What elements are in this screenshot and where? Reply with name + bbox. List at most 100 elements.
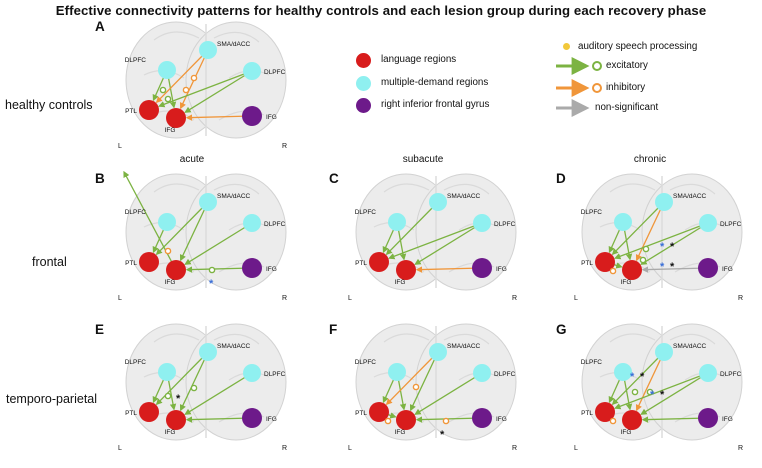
region-label-dr: DLPFC	[494, 371, 516, 378]
glass-brain-outline	[355, 173, 517, 291]
dlpfc-left-node	[158, 61, 176, 79]
hemisphere-right-label: R	[738, 445, 743, 452]
panel-letter-f: F	[329, 322, 338, 337]
ifg-left-node	[396, 410, 416, 430]
legend-excitatory-node	[592, 61, 602, 71]
dlpfc-right-node	[473, 214, 491, 232]
region-label-ifg: IFG	[395, 279, 406, 286]
region-label-dl: DLPFC	[355, 359, 377, 366]
connection-dr-to-ptl	[614, 372, 709, 410]
figure-title: Effective connectivity patterns for heal…	[55, 3, 707, 18]
region-label-ifg: IFG	[621, 429, 632, 436]
significance-star: *	[176, 393, 181, 405]
modulation-node	[442, 417, 450, 425]
connection-dr-to-ptl	[388, 222, 483, 260]
col-label-acute: acute	[179, 154, 205, 165]
legend-rifg-label: right inferior frontal gyrus	[381, 99, 490, 110]
connection-sma-to-ifg	[179, 201, 209, 262]
region-label-dr: DLPFC	[720, 371, 742, 378]
region-label-dl: DLPFC	[581, 359, 603, 366]
row-label-frontal: frontal	[32, 255, 67, 269]
hemisphere-right-label: R	[512, 445, 517, 452]
legend-auditory-label: auditory speech processing	[578, 41, 698, 52]
glass-brain-outline	[581, 323, 743, 441]
connection-dr-to-ifg	[640, 222, 709, 265]
connection-rifg-to-ifg	[185, 114, 253, 121]
significance-star: *	[660, 241, 665, 253]
region-label-sma: SMA/dACC	[217, 343, 251, 350]
modulation-node	[412, 383, 420, 391]
ifg-left-node	[166, 260, 186, 280]
legend-language-label: language regions	[381, 54, 457, 65]
modulation-node	[208, 266, 216, 274]
modulation-node	[642, 245, 650, 253]
modulation-node	[164, 392, 172, 400]
legend-excitatory-label: excitatory	[606, 60, 648, 71]
region-label-sma: SMA/dACC	[217, 193, 251, 200]
ifg-left-node	[396, 260, 416, 280]
region-label-ptl: PTL	[581, 260, 593, 267]
sma-dacc-node	[655, 343, 673, 361]
connection-sma-to-ifg	[635, 201, 665, 262]
significance-star: *	[209, 278, 214, 290]
region-label-ptl: PTL	[125, 108, 137, 115]
hemisphere-right-label: R	[738, 295, 743, 302]
ifg-left-node	[166, 410, 186, 430]
connection-sma-to-ifg	[635, 351, 665, 412]
sma-dacc-node	[655, 193, 673, 211]
ifg-right-node	[242, 258, 262, 278]
region-label-rifg: IFG	[266, 266, 277, 273]
legend-auditory-dot	[563, 43, 570, 50]
dlpfc-left-node	[614, 363, 632, 381]
region-label-sma: SMA/dACC	[447, 343, 481, 350]
sma-dacc-node	[199, 193, 217, 211]
modulation-node	[631, 388, 639, 396]
hemisphere-left-label: L	[574, 295, 578, 302]
connection-dr-to-ifg	[414, 222, 483, 265]
significance-star: *	[630, 371, 635, 383]
modulation-node	[182, 86, 190, 94]
connection-dr-to-ifg	[184, 372, 253, 415]
region-label-rifg: IFG	[266, 416, 277, 423]
region-label-dl: DLPFC	[125, 209, 147, 216]
dlpfc-right-node	[699, 364, 717, 382]
sma-dacc-node	[199, 41, 217, 59]
region-label-rifg: IFG	[722, 416, 733, 423]
glass-brain-outline	[355, 323, 517, 441]
connection-sma-to-ptl	[385, 351, 439, 406]
significance-star: *	[670, 261, 675, 273]
modulation-node	[164, 247, 172, 255]
region-label-ptl: PTL	[125, 260, 137, 267]
ifg-right-node	[698, 258, 718, 278]
legend-inhibitory-label: inhibitory	[606, 82, 646, 93]
region-label-ptl: PTL	[125, 410, 137, 417]
row-label-temporo-parietal: temporo-parietal	[6, 392, 98, 406]
sma-dacc-node	[429, 343, 447, 361]
ifg-right-node	[472, 258, 492, 278]
panel-letter-b: B	[95, 171, 105, 186]
dlpfc-right-node	[473, 364, 491, 382]
dlpfc-right-node	[243, 364, 261, 382]
modulation-node	[190, 74, 198, 82]
ptl-node	[139, 402, 159, 422]
col-label-subacute: subacute	[402, 154, 444, 165]
legend-md-label: multiple-demand regions	[381, 77, 489, 88]
ptl-node	[595, 252, 615, 272]
connection-sma-to-ptl	[155, 201, 209, 256]
ifg-right-node	[472, 408, 492, 428]
connection-sma-to-ptl	[385, 201, 439, 256]
region-label-rifg: IFG	[722, 266, 733, 273]
hemisphere-left-label: L	[348, 295, 352, 302]
hemisphere-left-label: L	[348, 445, 352, 452]
ptl-node	[369, 402, 389, 422]
glass-brain-outline	[125, 173, 287, 291]
ptl-node	[369, 252, 389, 272]
region-label-sma: SMA/dACC	[673, 343, 707, 350]
hemisphere-left-label: L	[118, 143, 122, 150]
ptl-node	[595, 402, 615, 422]
connection-sma-to-ifg	[409, 351, 439, 412]
